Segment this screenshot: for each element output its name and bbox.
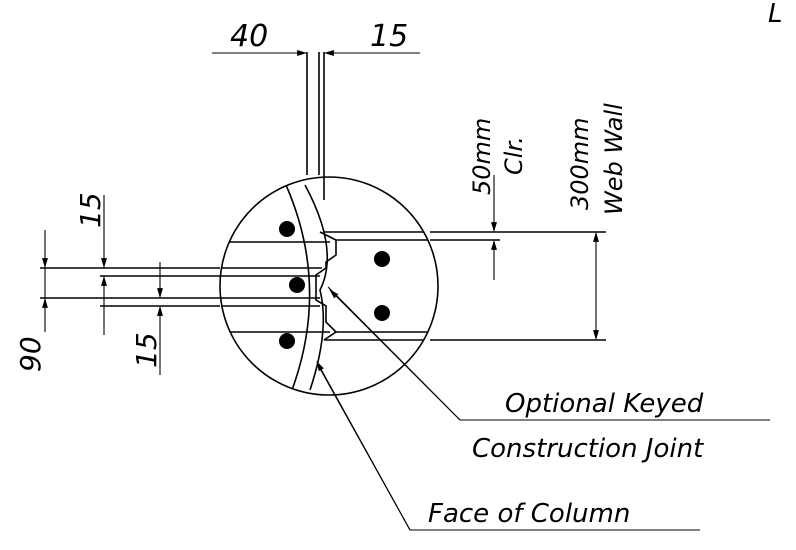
label-left-total: 90 [14,336,47,372]
rebar [279,333,295,349]
callout-face: Face of Column [428,499,630,529]
corner-mark: L [768,0,783,29]
detail-content [220,184,438,391]
callout-joint-line2: Construction Joint [472,434,704,464]
label-left-lower: 15 [130,332,163,368]
rebar [374,251,390,267]
rebar [374,305,390,321]
rebar [279,221,295,237]
column-face-inner [304,184,329,391]
label-clear-value: 50mm [468,118,496,195]
label-clear-unit: Clr. [500,136,528,175]
callout-joint-line1: Optional Keyed [505,389,704,419]
label-top-right: 15 [370,19,408,54]
column-face-outer [285,184,311,391]
rebar [289,277,305,293]
label-wall-unit: Web Wall [600,103,628,215]
detail-circle [219,176,439,396]
label-wall-value: 300mm [566,117,594,210]
keyed-joint [315,231,338,341]
label-left-upper: 15 [74,192,107,228]
label-top-left: 40 [230,19,268,54]
